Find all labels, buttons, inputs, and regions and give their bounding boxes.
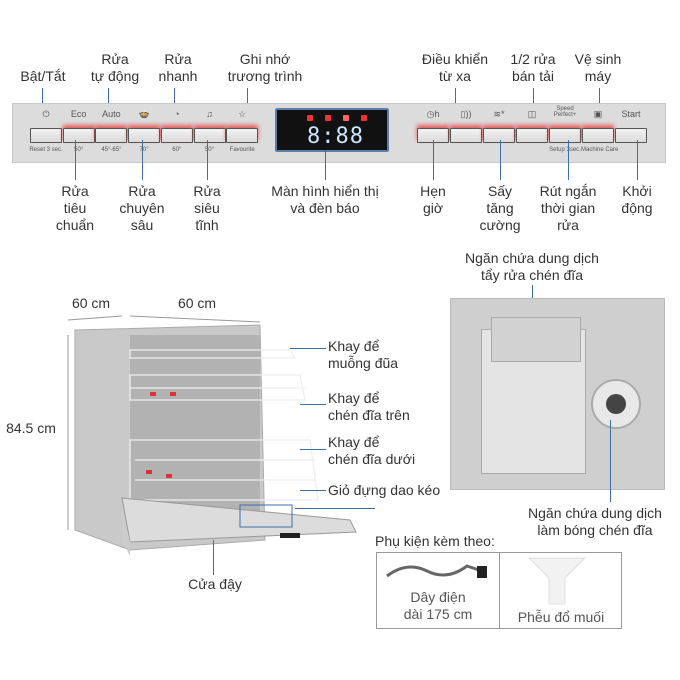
- left-button-3[interactable]: [128, 128, 161, 143]
- button-sublabel: Reset 3 sec.: [29, 147, 63, 153]
- button-sublabel: Favourite: [229, 147, 255, 153]
- label-timer: Hẹn giờ: [420, 183, 446, 216]
- right-button-3[interactable]: [516, 128, 548, 143]
- label-intensive: Rửa chuyên sâu: [119, 183, 165, 233]
- accessories-title: Phụ kiện kèm theo:: [375, 533, 495, 549]
- label-cutlery-basket: Giỏ đựng dao kéo: [328, 482, 441, 498]
- dry-icon: ≋*: [493, 109, 505, 119]
- right-button-4[interactable]: [549, 128, 581, 143]
- left-button-1[interactable]: [62, 128, 95, 143]
- left-button-6[interactable]: [226, 128, 259, 143]
- right-button-1[interactable]: [450, 128, 482, 143]
- label-power: Bật/Tắt: [20, 68, 66, 84]
- right-button-5[interactable]: [582, 128, 614, 143]
- accessory-power-cord: Dây điện dài 175 cm: [403, 589, 473, 622]
- control-panel: ⏻ Reset 3 sec. Eco 50° Auto 45°-65° 🍲 70° ◔ 60° ♫ 5…: [12, 103, 666, 163]
- label-speed: Rút ngắn thời gian rửa: [539, 183, 597, 233]
- label-start: Khởi động: [621, 183, 653, 216]
- quick-icon: ◔: [174, 109, 180, 119]
- label-machine-care: Vệ sinh máy: [574, 51, 622, 84]
- accessory-salt-funnel: Phễu đổ muối: [517, 609, 605, 625]
- dishwasher-image: [67, 315, 357, 556]
- label-rinse-aid: Ngăn chứa dung dịch làm bóng chén đĩa: [528, 505, 662, 538]
- start-text: Start: [621, 109, 641, 119]
- silence-icon: ♫: [206, 109, 213, 119]
- display-digits: 8:88: [307, 124, 364, 149]
- label-cutlery-tray: Khay để muỗng đũa: [328, 338, 399, 371]
- button-sublabel: 60°: [172, 147, 182, 153]
- left-button-4[interactable]: [160, 128, 193, 143]
- half-load-icon: ◫: [527, 109, 537, 119]
- pot-icon: 🍲: [138, 109, 150, 119]
- dispenser-image: [450, 298, 665, 490]
- label-door: Cửa đậy: [188, 576, 242, 592]
- right-button-6[interactable]: [615, 128, 647, 143]
- button-sublabel: Setup 3sec.: [549, 147, 581, 153]
- button-sublabel: 70°: [139, 147, 149, 153]
- auto-text: Auto: [102, 109, 121, 119]
- label-remote: Điều khiển từ xa: [421, 51, 489, 84]
- machine-care-icon: ▣: [593, 109, 603, 119]
- dimension-width: 60 cm: [177, 295, 217, 311]
- dimension-depth: 60 cm: [71, 295, 111, 311]
- label-quick: Rửa nhanh: [158, 51, 198, 84]
- label-extra-dry: Sấy tăng cường: [479, 183, 521, 233]
- left-button-2[interactable]: [95, 128, 128, 143]
- label-upper-rack: Khay để chén đĩa trên: [328, 390, 410, 423]
- speed-perfect-text: Speed Perfect+: [553, 106, 577, 118]
- label-favourite: Ghi nhớ trương trình: [227, 51, 303, 84]
- left-button-0[interactable]: [30, 128, 62, 143]
- button-sublabel: 50°: [74, 147, 84, 153]
- label-half-load: 1/2 rửa bán tải: [510, 51, 556, 84]
- label-eco: Rửa tiêu chuẩn: [55, 183, 95, 233]
- label-silence: Rửa siêu tĩnh: [193, 183, 221, 233]
- remote-icon: ▯)): [460, 109, 472, 119]
- accessories-box: Dây điện dài 175 cm Phễu đổ muối: [376, 552, 622, 629]
- button-sublabel: Machine Care: [581, 147, 619, 153]
- power-icon: ⏻: [42, 109, 50, 119]
- salt-funnel-icon: [527, 557, 587, 605]
- label-lower-rack: Khay để chén đĩa dưới: [328, 434, 416, 467]
- right-button-2[interactable]: [483, 128, 515, 143]
- label-display: Màn hình hiển thị và đèn báo: [271, 183, 379, 216]
- dimension-height: 84.5 cm: [6, 420, 56, 436]
- label-auto: Rửa tự động: [90, 51, 140, 84]
- button-sublabel: 45°-65°: [101, 147, 122, 153]
- display-screen: 8:88: [275, 108, 389, 152]
- star-icon: ☆: [238, 109, 247, 119]
- left-button-5[interactable]: [193, 128, 226, 143]
- eco-text: Eco: [70, 109, 87, 119]
- clock-icon: ◷h: [426, 109, 440, 119]
- power-cord-icon: [386, 564, 487, 578]
- label-detergent: Ngăn chứa dung dịch tẩy rửa chén đĩa: [465, 250, 599, 283]
- button-sublabel: 50°: [204, 147, 215, 153]
